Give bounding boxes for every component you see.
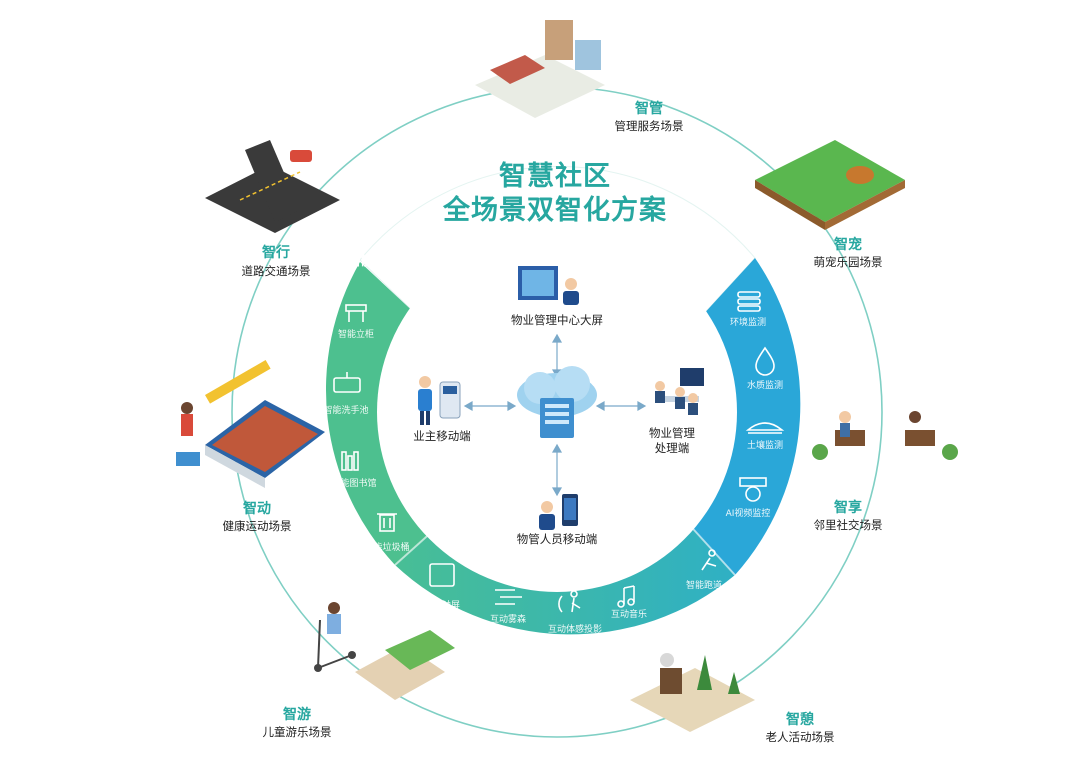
washbasin-icon — [333, 372, 361, 393]
center-left-label: 业主移动端 — [413, 429, 471, 443]
bench-icon — [812, 411, 958, 460]
center-right-line-1: 物业管理 — [649, 426, 695, 440]
camera-icon — [739, 477, 767, 502]
bottom-item-music: 互动音乐 — [610, 610, 647, 620]
center-bottom-label: 物管人员移动端 — [516, 532, 598, 546]
water-drop-icon — [755, 346, 775, 376]
library-icon — [341, 451, 359, 471]
cloud-server-icon — [517, 366, 597, 438]
center-right-line-2: 处理端 — [654, 441, 690, 455]
right-item-camera: AI视频监控 — [725, 509, 771, 519]
segment-label-bottom: 智能互动设施 — [520, 636, 593, 650]
title-line-1: 智慧社区 — [499, 161, 611, 192]
scene-desc-pet: 萌宠乐园场景 — [813, 255, 883, 269]
owner-mobile-icon — [418, 376, 461, 425]
crossroad-icon — [205, 140, 340, 233]
scene-desc-manage: 管理服务场景 — [614, 119, 684, 133]
right-item-water: 水质监测 — [746, 381, 783, 391]
touchscreen-icon — [429, 563, 455, 587]
left-item-locker: 智能立柜 — [337, 330, 374, 340]
soil-icon — [745, 422, 785, 434]
scooter-icon — [314, 602, 455, 700]
scene-desc-play: 儿童游乐场景 — [262, 725, 332, 739]
title-line-2: 全场景双智化方案 — [443, 195, 667, 226]
buildings-icon — [475, 20, 605, 118]
big-screen-icon — [518, 266, 579, 305]
scene-desc-share: 邻里社交场景 — [813, 518, 883, 532]
mist-icon — [495, 589, 522, 605]
flow-arrows — [463, 333, 647, 497]
scene-title-play: 智游 — [283, 707, 311, 723]
dog-park-icon — [755, 140, 905, 230]
motion-projection-icon — [558, 590, 581, 613]
trash-icon — [377, 513, 397, 532]
scene-title-rest: 智憩 — [786, 712, 814, 728]
right-item-runway: 智能跑道 — [685, 581, 722, 591]
center-top-label: 物业管理中心大屏 — [511, 313, 603, 327]
segment-label-right: 智能监测设备 — [676, 254, 749, 268]
center-right-label: 物业管理 处理端 — [637, 426, 707, 456]
diagram-title: 智慧社区 全场景双智化方案 — [420, 160, 690, 228]
left-item-library: 智能图书馆 — [331, 479, 377, 489]
bottom-item-projection: 互动体感投影 — [547, 625, 602, 635]
left-item-washbasin: 智能洗手池 — [323, 406, 369, 416]
scene-desc-sport: 健康运动场景 — [222, 519, 292, 533]
staff-mobile-icon — [539, 494, 578, 530]
sports-court-icon — [176, 360, 325, 488]
right-item-soil: 土壤监测 — [746, 441, 783, 451]
bottom-item-touchscreen: 互动触屏 — [423, 601, 460, 611]
server-stack-icon — [737, 291, 761, 312]
music-icon — [617, 585, 635, 608]
runner-icon — [701, 549, 717, 571]
scene-title-manage: 智管 — [635, 101, 663, 117]
rocking-chair-icon — [630, 653, 755, 732]
scene-desc-traffic: 道路交通场景 — [241, 264, 311, 278]
scene-title-sport: 智动 — [243, 501, 271, 517]
property-team-icon — [655, 368, 704, 415]
bottom-item-mist: 互动雾森 — [489, 615, 526, 625]
scene-desc-rest: 老人活动场景 — [765, 730, 835, 744]
segment-label-left: 智能服务设施 — [349, 254, 422, 268]
right-item-environment: 环境监测 — [729, 318, 766, 328]
scene-title-share: 智享 — [834, 500, 862, 516]
scene-title-traffic: 智行 — [262, 245, 290, 261]
left-item-trash: 智能垃圾桶 — [364, 543, 410, 553]
scene-title-pet: 智宠 — [834, 237, 862, 253]
locker-icon — [345, 304, 367, 322]
